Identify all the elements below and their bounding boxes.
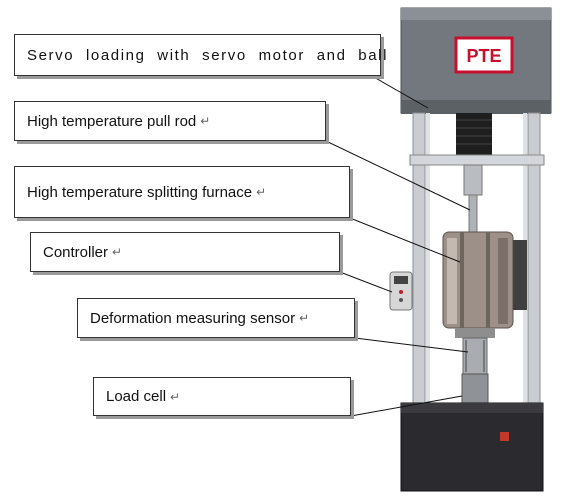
machine-base	[400, 402, 544, 492]
label-load-cell: Load cell ↵	[93, 377, 351, 416]
leader-servo	[228, 75, 429, 109]
leader-furnace	[270, 217, 461, 263]
return-mark: ↵	[200, 114, 211, 128]
return-mark: ↵	[112, 245, 123, 259]
label-controller: Controller ↵	[30, 232, 340, 272]
pte-logo: PTE	[454, 36, 514, 74]
pull-rod-coupling	[463, 164, 483, 196]
svg-text:PTE: PTE	[466, 46, 501, 66]
return-mark: ↵	[299, 311, 310, 325]
return-mark: ↵	[256, 185, 267, 199]
leader-controller	[232, 271, 393, 293]
label-furnace: High temperature splitting furnace ↵	[14, 166, 350, 218]
label-controller-text: Controller	[43, 243, 109, 261]
return-mark: ↵	[170, 389, 181, 404]
deformation-sensor	[462, 337, 488, 375]
leader-pull-rod	[266, 140, 471, 211]
emergency-stop	[500, 432, 509, 441]
label-furnace-text: High temperature splitting furnace	[27, 183, 253, 201]
splitting-furnace	[442, 231, 527, 338]
label-servo-loading: Servo loading with servo motor and ball	[14, 34, 386, 76]
bellows	[456, 113, 492, 155]
label-load-cell-text: Load cell	[106, 388, 167, 405]
controller-device	[389, 271, 413, 311]
label-servo-text: Servo loading with servo motor and ball	[27, 46, 389, 64]
moving-crosshead	[409, 154, 545, 166]
label-pull-rod-text: High temperature pull rod	[27, 112, 197, 130]
label-deformation-sensor: Deformation measuring sensor ↵	[77, 298, 355, 338]
pull-rod	[468, 194, 478, 236]
leader-deformation	[295, 337, 469, 353]
label-deformation-text: Deformation measuring sensor	[90, 309, 296, 327]
load-cell	[461, 373, 489, 405]
leader-lines	[228, 75, 471, 417]
label-pull-rod: High temperature pull rod ↵	[14, 101, 326, 141]
leader-load-cell	[306, 395, 463, 417]
